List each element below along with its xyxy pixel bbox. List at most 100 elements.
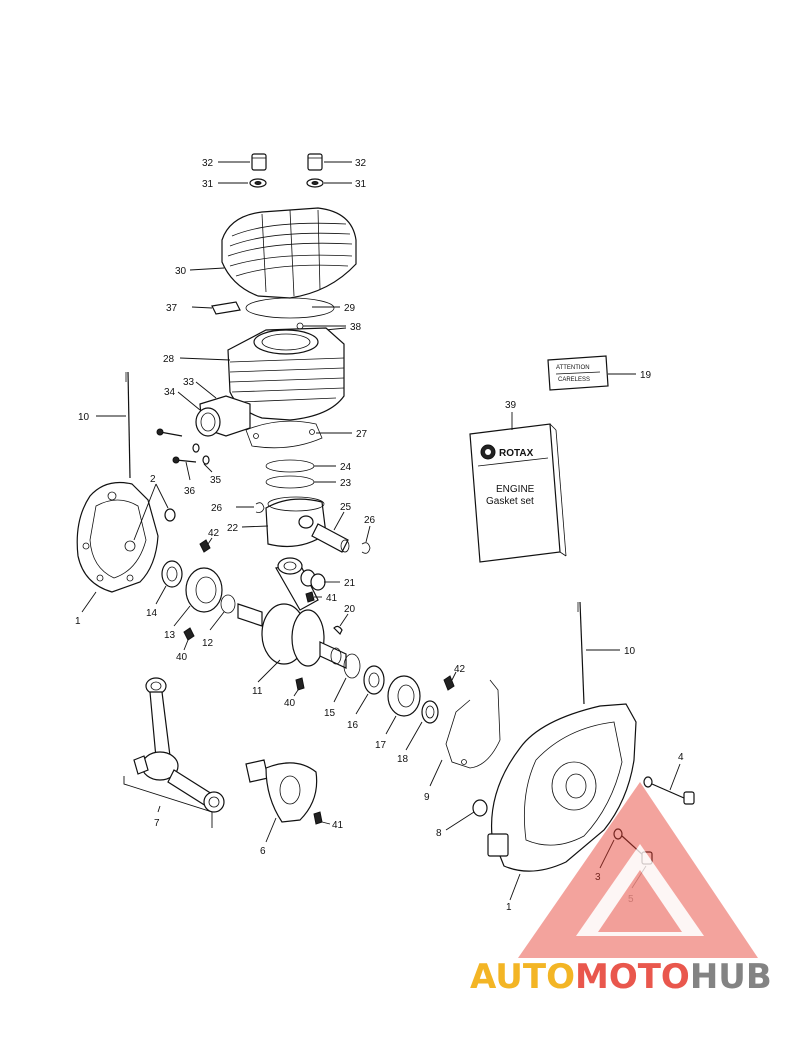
callout-17: 17 [375, 740, 387, 751]
callout-26-right: 26 [364, 515, 376, 526]
circlip-left [255, 502, 265, 513]
callout-28: 28 [163, 354, 175, 365]
callout-25: 25 [340, 502, 352, 513]
callout-10-left: 10 [78, 412, 90, 423]
callout-42-left: 42 [208, 528, 220, 539]
svg-text:AUTOMOTOHUB: AUTOMOTOHUB [470, 957, 772, 997]
callout-32-left: 32 [202, 158, 214, 169]
gasket-set-book: ROTAX ENGINE Gasket set [469, 423, 567, 563]
screw-40-center [295, 677, 305, 691]
callout-26-left: 26 [211, 503, 223, 514]
callout-14: 14 [146, 608, 158, 619]
callout-10-right: 10 [624, 646, 636, 657]
callout-27: 27 [356, 429, 368, 440]
callout-3: 3 [595, 872, 601, 883]
connecting-rod-assembly [133, 677, 225, 813]
cylinder-head-nut-right [307, 153, 323, 171]
callout-22: 22 [227, 523, 239, 534]
callout-16: 16 [347, 720, 359, 731]
oil-seal-18 [421, 700, 439, 724]
callout-11: 11 [252, 686, 263, 697]
callout-35: 35 [210, 475, 222, 486]
screw-40-left [183, 627, 195, 641]
callout-8: 8 [436, 828, 442, 839]
cylinder-head [221, 207, 357, 299]
stud-left [125, 371, 131, 479]
screw-42-left [199, 539, 211, 553]
callout-19: 19 [640, 370, 652, 381]
callout-42-right: 42 [454, 664, 466, 675]
ball-bearing-left [185, 567, 223, 613]
callout-32-right: 32 [355, 158, 367, 169]
crankcase-left-half [76, 481, 159, 593]
callout-1-left: 1 [75, 616, 81, 627]
decal-line-2: CARELESS [558, 377, 590, 383]
rotax-logo-icon [480, 444, 496, 460]
washer-right [306, 178, 324, 188]
head-gasket-ring [245, 297, 335, 319]
callout-12: 12 [202, 638, 214, 649]
shim-15 [343, 653, 361, 679]
oil-seal-left [161, 560, 183, 588]
crankshaft-assembly [237, 557, 347, 669]
callout-9: 9 [424, 792, 430, 803]
cylinder-head-nut-left [251, 153, 267, 171]
piston-ring-24 [265, 459, 315, 473]
piston-ring-23 [265, 475, 315, 489]
watermark-triangle-icon [518, 782, 758, 958]
callout-37: 37 [166, 303, 178, 314]
callout-23: 23 [340, 478, 352, 489]
screw-4 [643, 776, 695, 805]
callout-15: 15 [324, 708, 336, 719]
screw-36 [156, 428, 197, 464]
callout-41-bottom: 41 [332, 820, 344, 831]
watermark-part-3: HUB [690, 957, 772, 997]
callout-30: 30 [175, 266, 187, 277]
decal-line-1: ATTENTION [556, 365, 590, 371]
cylinder [227, 327, 345, 421]
circlip-right [361, 542, 371, 554]
intake-flange [195, 395, 251, 437]
piston-pin [311, 523, 350, 553]
watermark-part-1: AUTO [470, 957, 575, 997]
callout-2: 2 [150, 474, 156, 485]
callout-34: 34 [164, 387, 176, 398]
callout-4: 4 [678, 752, 684, 763]
book-title-line-2: Gasket set [486, 496, 534, 507]
screw-41-bottom [313, 811, 323, 825]
callout-20: 20 [344, 604, 356, 615]
cylinder-base-gasket [245, 420, 323, 449]
crankshaft-half [245, 759, 318, 823]
bearing-17 [387, 675, 421, 717]
crankcase-right-half [487, 703, 637, 872]
attention-decal: ATTENTION CARELESS [547, 355, 609, 391]
woodruff-key [333, 625, 343, 636]
piston [265, 496, 327, 547]
watermark-part-2: MOTO [575, 957, 690, 997]
washer-35 [192, 443, 210, 465]
book-title-line-1: ENGINE [496, 484, 535, 495]
callout-41-top: 41 [326, 593, 338, 604]
crankcase-gasket [445, 679, 501, 769]
callout-29: 29 [344, 303, 356, 314]
callout-31-left: 31 [202, 179, 214, 190]
deflector-part-37 [211, 301, 241, 315]
dowel-pin [164, 508, 176, 522]
callout-13: 13 [164, 630, 176, 641]
plug-8 [472, 799, 488, 817]
callout-21: 21 [344, 578, 356, 589]
callout-18: 18 [397, 754, 409, 765]
callout-7: 7 [154, 818, 160, 829]
washer-left [249, 178, 267, 188]
callout-31-right: 31 [355, 179, 367, 190]
callout-38: 38 [350, 322, 362, 333]
callout-40-left: 40 [176, 652, 188, 663]
callout-24: 24 [340, 462, 352, 473]
watermark-logo: AUTOMOTOHUB [470, 782, 772, 997]
bearing-16 [363, 665, 385, 695]
callout-39: 39 [505, 400, 517, 411]
stud-right [577, 601, 585, 705]
callout-36: 36 [184, 486, 196, 497]
callout-33: 33 [183, 377, 195, 388]
